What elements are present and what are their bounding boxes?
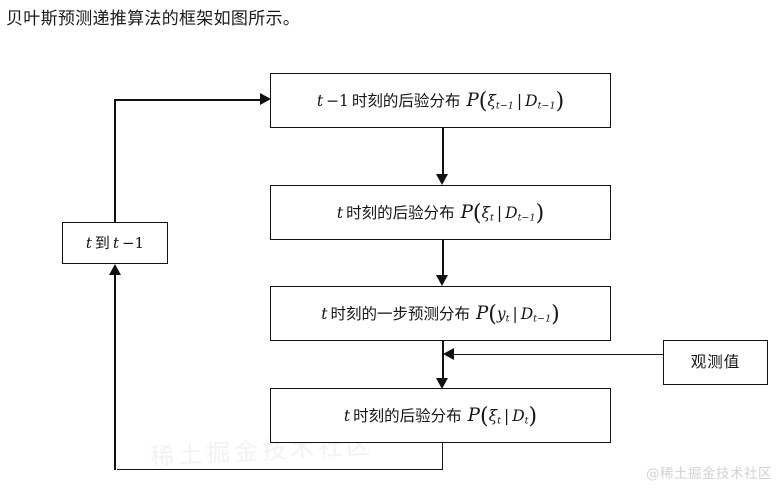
connector-observation-to-flow [450,354,664,356]
arrowhead-pred-to-updated [436,378,448,389]
connector-curr-to-pred [442,240,444,277]
connector-shift-to-prev [114,99,263,101]
node-observation: 观测值 [663,340,768,385]
arrowhead-observation-to-flow [443,348,454,360]
connector-prev-to-curr [442,128,444,176]
arrowhead-into-posterior-prev [260,93,271,105]
connector-pred-to-updated [442,341,444,380]
connector-return-bottom [117,469,443,471]
connector-return-up-to-shift [114,275,116,470]
connector-updated-down [442,443,444,470]
arrowhead-into-time-shift [109,264,121,275]
watermark-corner: @稀土掘金技术社区 [646,466,772,482]
page-title: 贝叶斯预测递推算法的框架如图所示。 [6,9,301,29]
node-observation-label: 观测值 [690,352,741,371]
connector-shift-up [114,100,116,223]
arrowhead-curr-to-pred [436,275,448,286]
arrowhead-prev-to-curr [436,174,448,185]
